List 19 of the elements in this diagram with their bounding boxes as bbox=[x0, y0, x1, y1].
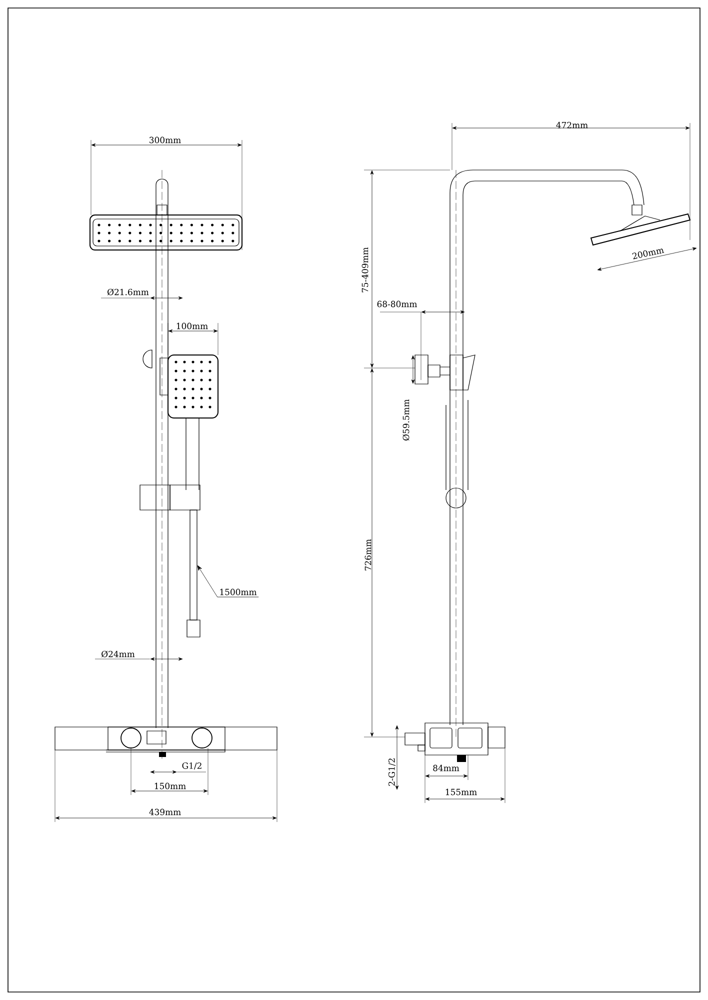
dimension-label: 200mm bbox=[632, 248, 664, 260]
callout-label: 1500mm bbox=[220, 588, 257, 596]
dimension-label: G1/2 bbox=[182, 762, 202, 770]
dimension-label: 726mm bbox=[364, 539, 372, 570]
dimension-label: Ø21.6mm bbox=[107, 288, 149, 296]
hose bbox=[190, 510, 198, 620]
dimension-label: Ø59.5mm bbox=[402, 399, 410, 441]
dimension-label: 155mm bbox=[446, 788, 477, 796]
dimension-label: 75-409mm bbox=[362, 247, 368, 292]
dimension-label: 84mm bbox=[433, 764, 460, 772]
dimension-label: 68-80mm bbox=[377, 300, 417, 308]
dimension-label: 100mm bbox=[176, 322, 208, 330]
dimension-label: Ø24mm bbox=[102, 650, 135, 658]
dimension-label: 300mm bbox=[150, 136, 181, 144]
leader-line bbox=[197, 565, 259, 598]
dimension-label: 439mm bbox=[149, 808, 181, 816]
dimension-label: 150mm bbox=[154, 782, 186, 790]
dimension-label: 2-G1/2 bbox=[388, 758, 396, 786]
dimension-label: 472mm bbox=[556, 122, 588, 128]
